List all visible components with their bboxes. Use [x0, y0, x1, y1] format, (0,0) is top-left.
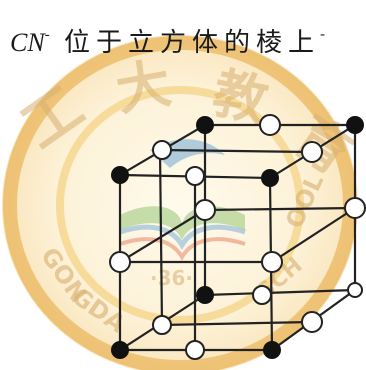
white-atom-icon	[301, 141, 323, 163]
black-atom-icon	[263, 341, 281, 359]
white-atom-icon	[344, 197, 366, 219]
white-atom-icon	[259, 114, 281, 136]
open-atoms	[109, 114, 366, 360]
ion-symbol: CN	[10, 28, 45, 57]
edge-mid-bottom	[161, 320, 313, 327]
black-atom-icon	[196, 286, 214, 304]
white-atom-icon	[261, 251, 283, 273]
seal-inner-ring	[56, 86, 304, 324]
filled-atoms	[111, 116, 364, 359]
seal-number-band: ·36·	[150, 266, 193, 290]
white-atom-icon	[194, 199, 216, 221]
edge-mid-depth-right	[271, 207, 356, 263]
white-atom-icon	[109, 251, 131, 273]
edge-mid-top	[159, 148, 311, 154]
edge-back-bottom	[204, 288, 356, 297]
ion-charge: -	[44, 27, 50, 43]
main-text-line: CN- 位于立方体的棱上-	[10, 22, 331, 59]
black-atom-icon	[111, 166, 129, 184]
edge-mid-back	[204, 206, 356, 212]
seal-book-band-red	[119, 237, 246, 261]
white-atom-icon	[152, 140, 172, 160]
seal-glyph-2: 大	[111, 51, 175, 122]
black-atom-icon	[111, 341, 129, 359]
edge-mid-depth-left	[119, 209, 206, 263]
white-atom-icon	[152, 315, 172, 335]
white-atom-icon	[185, 340, 205, 360]
black-atom-icon	[261, 169, 279, 187]
white-atom-icon	[301, 311, 323, 333]
seal-book-band	[119, 224, 246, 250]
white-atom-icon	[347, 282, 363, 298]
ion-formula: CN-	[10, 27, 50, 57]
black-atom-icon	[196, 116, 214, 134]
white-atom-icon	[185, 166, 205, 186]
white-atom-icon	[252, 285, 272, 305]
phrase-text: 位于立方体的棱上	[63, 28, 320, 58]
black-atom-icon	[346, 116, 364, 134]
trailing-charge: -	[319, 25, 332, 43]
